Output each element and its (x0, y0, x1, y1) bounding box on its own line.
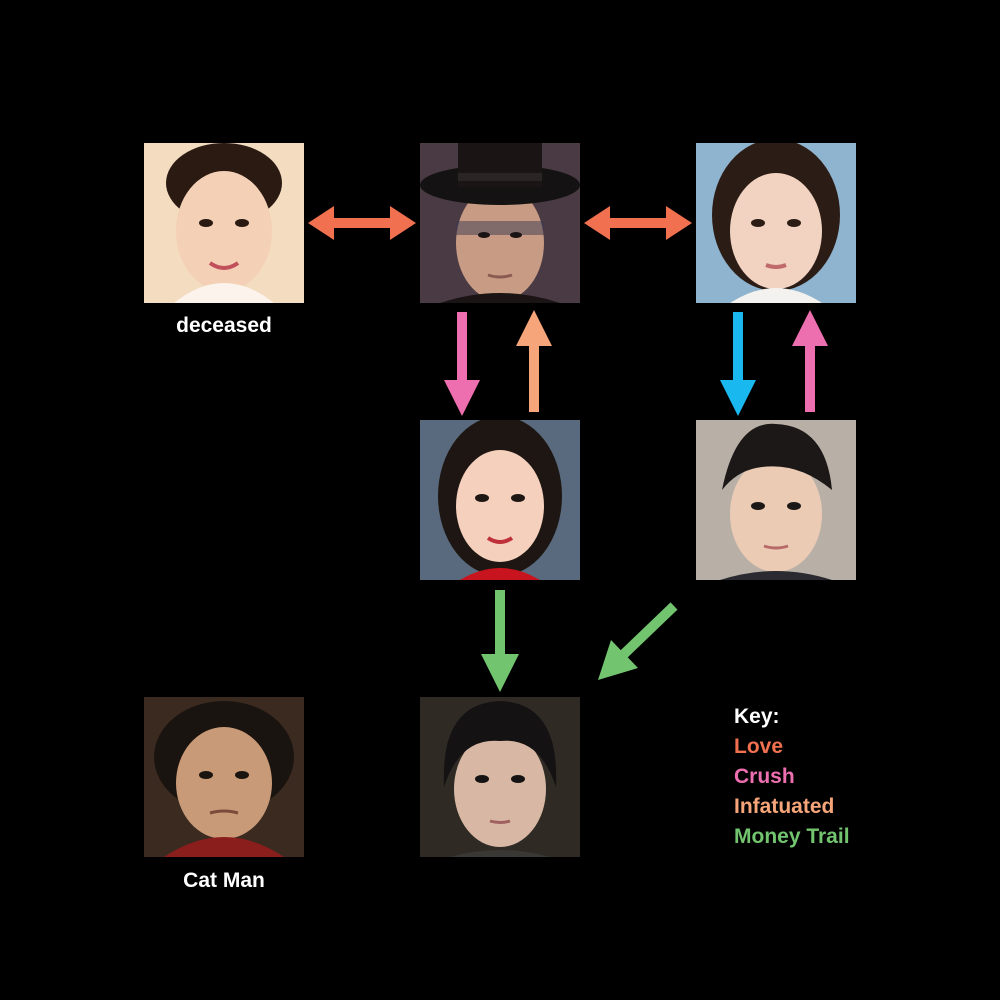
legend-money-trail: Money Trail (734, 825, 850, 848)
crush-arrow-up (792, 310, 828, 412)
portrait-man-bottom (420, 697, 580, 857)
blue-arrow-down (720, 312, 756, 416)
legend-title: Key: (734, 705, 780, 728)
money-arrow-down (481, 590, 519, 692)
money-arrow-diagonal (598, 602, 678, 680)
portrait-man-middle-right (696, 420, 856, 580)
infatuated-arrow-up (516, 310, 552, 412)
crush-arrow-down (444, 312, 480, 416)
legend-love: Love (734, 735, 784, 758)
legend: Key: Love Crush Infatuated Money Trail (734, 702, 850, 852)
caption-deceased: deceased (176, 314, 272, 337)
caption-cat-man: Cat Man (183, 869, 265, 892)
portrait-woman-top-right (696, 143, 856, 303)
love-arrow-right (584, 206, 692, 240)
portrait-cat-man (144, 697, 304, 857)
legend-infatuated: Infatuated (734, 795, 835, 818)
legend-crush: Crush (734, 765, 795, 788)
portrait-woman-middle (420, 420, 580, 580)
love-arrow-left (308, 206, 416, 240)
portrait-woman-top-left (144, 143, 304, 303)
portrait-man-with-hat (420, 143, 580, 303)
